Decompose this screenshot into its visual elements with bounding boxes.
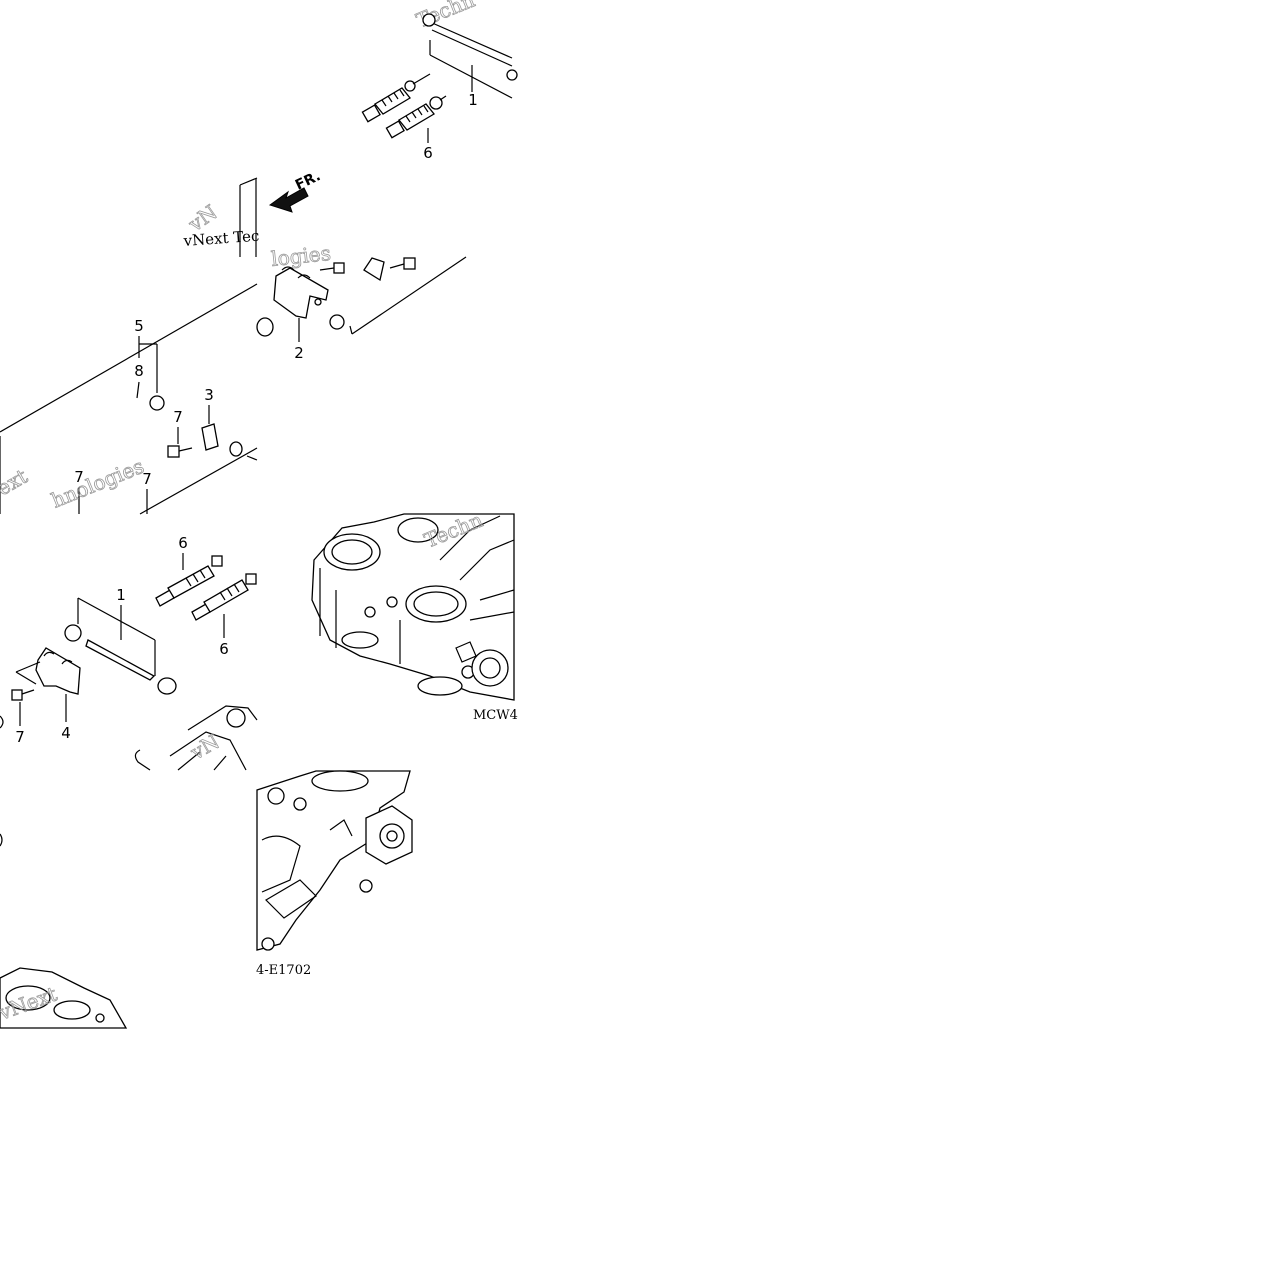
adjust-screw: [361, 73, 431, 123]
callout-6: 6: [219, 640, 229, 658]
washer: [149, 395, 165, 411]
flange-bolt: [389, 257, 416, 270]
throttle-link: [201, 423, 219, 451]
callout-2: 2: [294, 344, 304, 362]
drawing-code: MCW4: [473, 708, 518, 723]
callout-6: 6: [178, 534, 188, 552]
drawing-code: 4-E1702: [256, 963, 311, 978]
tile-mid-top: 6 FR.: [268, 128, 433, 213]
throttle-body-fragment: vNext: [0, 833, 128, 1029]
flange-bolt: [11, 689, 35, 701]
callout-5: 5: [134, 317, 144, 335]
collar: [256, 317, 274, 337]
watermark-text: vNext Tec: [182, 227, 260, 250]
washer: [329, 314, 345, 330]
cotter-pin: [136, 381, 140, 399]
throttle-shaft: [85, 639, 156, 681]
callout-6: 6: [423, 144, 433, 162]
link-bracket: [35, 647, 81, 695]
clamp: [363, 257, 385, 282]
flange-bolt: [167, 445, 193, 458]
tile-left-top: vN vNext Tec: [182, 177, 260, 257]
tile-center: logies 2: [256, 240, 467, 362]
callout-7: 7: [142, 470, 152, 488]
shaft-bushing: [64, 624, 82, 642]
callout-8: 8: [134, 362, 144, 380]
adjust-screw: [191, 573, 257, 621]
callout-1: 1: [468, 91, 478, 109]
throttle-body-lower: [256, 770, 413, 951]
adjust-screw: [385, 95, 447, 139]
tile-left-center: 5 8 3 7 7 7 ext hnologies: [0, 283, 258, 515]
watermark-text: Techn: [413, 0, 478, 33]
throttle-shaft: [429, 21, 513, 59]
tile-left-bottom: 6 6 1 4: [0, 534, 258, 771]
throttle-body-fragment: [134, 705, 258, 771]
collar: [229, 441, 243, 457]
watermark-text: hnologies: [48, 454, 147, 513]
watermark-text: logies: [270, 241, 332, 271]
throttle-body-assembly: Techn: [311, 507, 515, 701]
callout-7: 7: [15, 728, 25, 746]
callout-3: 3: [204, 386, 214, 404]
front-direction-arrow-icon: [268, 187, 309, 213]
callout-1: 1: [116, 586, 126, 604]
direction-label: FR.: [293, 168, 323, 193]
shaft-bushing: [157, 677, 177, 695]
callout-7: 7: [173, 408, 183, 426]
flange-bolt: [319, 262, 345, 274]
linkage-rod: [351, 256, 467, 335]
adjust-screw: [155, 555, 223, 607]
tile-top: Techn 1: [361, 0, 518, 139]
watermark-text: ext: [0, 464, 31, 500]
callout-7: 7: [74, 468, 84, 486]
callout-4: 4: [61, 724, 71, 742]
shaft-bushing: [422, 13, 436, 27]
